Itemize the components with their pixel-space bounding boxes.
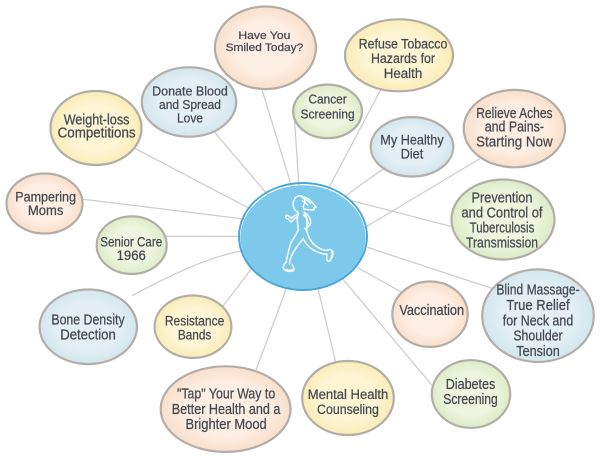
svg-text:Better Health and a: Better Health and a xyxy=(172,402,282,418)
svg-text:Blind Massage-: Blind Massage- xyxy=(496,283,579,299)
svg-text:Screening: Screening xyxy=(301,107,355,122)
svg-text:Screening: Screening xyxy=(443,392,498,408)
svg-text:Hazards for: Hazards for xyxy=(371,51,435,67)
svg-text:Mental Health: Mental Health xyxy=(308,387,389,403)
svg-text:Brighter Mood: Brighter Mood xyxy=(186,417,267,433)
svg-text:Smiled Today?: Smiled Today? xyxy=(226,42,304,54)
svg-text:Transmission: Transmission xyxy=(466,235,538,251)
svg-text:Diet: Diet xyxy=(401,146,424,162)
svg-text:True Relief: True Relief xyxy=(506,298,570,314)
svg-text:for Neck and: for Neck and xyxy=(503,313,574,329)
svg-text:Detection: Detection xyxy=(60,328,116,344)
svg-text:Moms: Moms xyxy=(28,203,64,218)
svg-text:Bone Density: Bone Density xyxy=(51,313,125,329)
svg-text:Health: Health xyxy=(384,66,423,82)
svg-text:Counseling: Counseling xyxy=(317,402,379,418)
svg-text:Cancer: Cancer xyxy=(308,92,347,107)
svg-text:Tuberculosis: Tuberculosis xyxy=(470,221,535,237)
svg-text:Competitions: Competitions xyxy=(58,126,136,142)
svg-text:Senior Care: Senior Care xyxy=(100,234,162,249)
svg-text:1966: 1966 xyxy=(117,248,147,263)
svg-text:Refuse Tobacco: Refuse Tobacco xyxy=(359,37,448,53)
svg-text:Shoulder: Shoulder xyxy=(513,329,562,345)
svg-text:Diabetes: Diabetes xyxy=(446,377,496,393)
svg-text:Have You: Have You xyxy=(238,30,290,42)
svg-text:Starting Now: Starting Now xyxy=(476,134,553,150)
svg-text:Prevention: Prevention xyxy=(472,190,533,206)
svg-text:Tension: Tension xyxy=(516,344,559,360)
svg-text:and Control of: and Control of xyxy=(462,206,544,222)
svg-text:and Pains-: and Pains- xyxy=(485,120,544,136)
svg-text:"Tap" Your Way to: "Tap" Your Way to xyxy=(177,387,275,403)
svg-text:Love: Love xyxy=(177,110,203,125)
svg-text:Vaccination: Vaccination xyxy=(399,303,464,319)
svg-text:Bands: Bands xyxy=(178,327,212,343)
